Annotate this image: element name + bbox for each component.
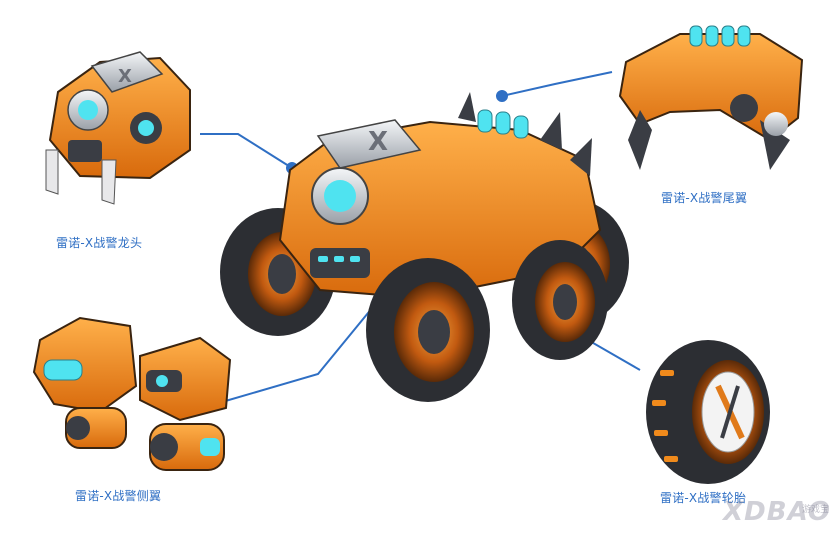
vehicle-illustration: X: [220, 92, 629, 402]
connector-tail: [501, 71, 613, 97]
svg-text:X: X: [368, 127, 388, 157]
side-part-label: 雷诺-X战警侧翼: [75, 489, 162, 503]
wheel-part-label: 雷诺-X战警轮胎: [660, 491, 747, 505]
tail-part-label: 雷诺-X战警尾翼: [661, 191, 748, 205]
connector-dot-tail: [496, 90, 508, 102]
tail-part-illustration: [618, 25, 804, 170]
wheel-part-illustration: [646, 340, 770, 484]
vehicle-front-wheel-right: [512, 240, 608, 360]
watermark-logo: XDBAO: [723, 497, 831, 527]
side-part-illustration: [32, 316, 232, 471]
head-part-label: 雷诺-X战警龙头: [56, 236, 143, 250]
vehicle-front-wheel-left: [366, 258, 490, 402]
watermark-site-text: 游戏宝: [801, 505, 829, 515]
svg-text:X: X: [118, 66, 132, 87]
head-part-illustration: X: [45, 51, 191, 205]
connector-head: [200, 133, 293, 169]
